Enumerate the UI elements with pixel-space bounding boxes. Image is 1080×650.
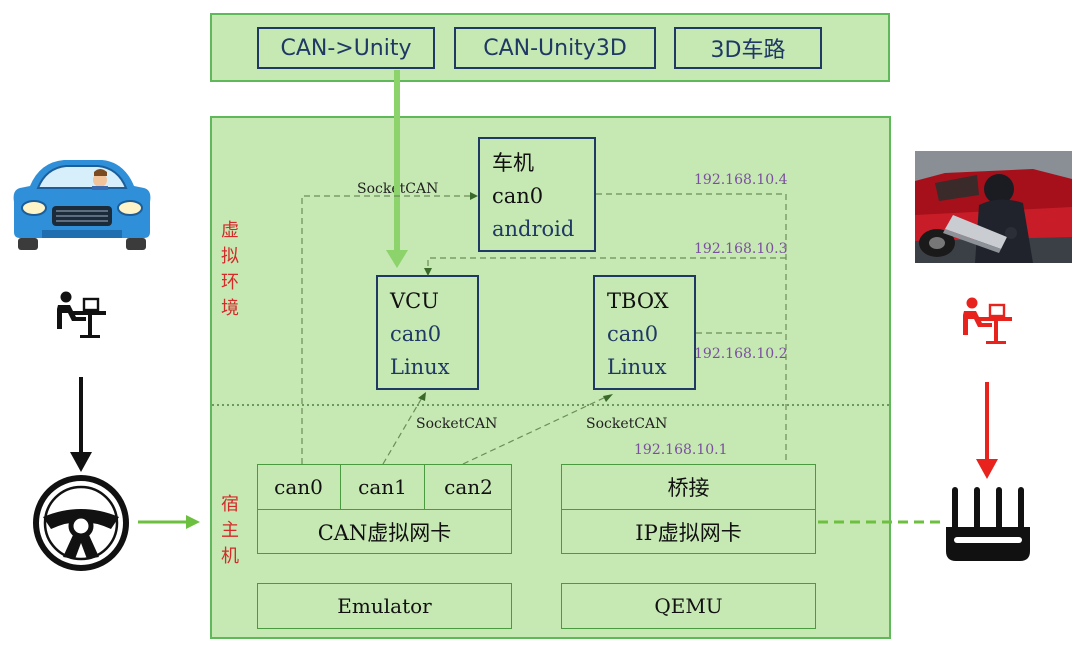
car-icon — [13, 160, 151, 250]
steering-wheel-icon — [33, 475, 129, 571]
arrowhead-can2 — [603, 394, 613, 402]
can-nic-label: CAN虚拟网卡 — [317, 521, 452, 545]
qemu-box: QEMU — [561, 583, 816, 629]
router-icon — [946, 487, 1030, 561]
head-unit-title: 车机 — [492, 151, 534, 175]
tbox-title: TBOX — [607, 289, 669, 313]
can-port-0: can0 — [257, 464, 341, 510]
arrowhead-head-unit — [470, 192, 478, 200]
socketcan-right-label: SocketCAN — [586, 416, 668, 432]
ip-vcu: 192.168.10.3 — [694, 241, 788, 257]
ip-bridge: 192.168.10.1 — [634, 442, 728, 458]
head-unit-os: android — [492, 217, 575, 241]
top-bar — [210, 13, 890, 82]
vcu-title: VCU — [390, 289, 439, 313]
tbox-can: can0 — [607, 322, 659, 346]
ip-nic-label: IP虚拟网卡 — [635, 521, 742, 545]
driver-down-arrow — [70, 377, 92, 472]
ip-tbox: 192.168.10.2 — [694, 346, 788, 362]
top-item-can-unity3d: CAN-Unity3D — [454, 27, 656, 69]
wheel-to-host-arrow — [138, 515, 200, 529]
can-port-1: can1 — [341, 464, 425, 510]
attacker-down-arrow — [976, 382, 998, 479]
vcu-node: VCU can0 Linux — [376, 275, 479, 390]
can-socketcan-links — [382, 395, 609, 465]
head-unit-can: can0 — [492, 184, 544, 208]
tbox-os: Linux — [607, 355, 667, 379]
attacker-desk-icon — [963, 297, 1012, 344]
bridge-label: 桥接 — [561, 464, 816, 510]
head-unit-node: 车机 can0 android — [478, 137, 596, 252]
driver-desk-icon — [57, 291, 106, 338]
can-port-2: can2 — [425, 464, 512, 510]
can0-to-head-unit-link — [301, 195, 474, 464]
vcu-os: Linux — [390, 355, 450, 379]
arrowhead-vcu-ip — [424, 268, 432, 276]
unity-to-vcu-arrow — [386, 70, 408, 268]
ip-head-unit: 192.168.10.4 — [694, 172, 788, 188]
top-item-can-unity: CAN->Unity — [257, 27, 435, 69]
vcu-can: can0 — [390, 322, 442, 346]
hacker-photo — [915, 151, 1072, 263]
arrowhead-can1 — [418, 392, 426, 401]
host-label: 宿主机 — [221, 494, 239, 567]
virtual-env-label: 虚拟环境 — [221, 220, 239, 319]
tbox-node: TBOX can0 Linux — [593, 275, 696, 390]
emulator-box: Emulator — [257, 583, 512, 629]
top-item-3d-road: 3D车路 — [674, 27, 822, 69]
socketcan-left-label: SocketCAN — [416, 416, 498, 432]
ip-bus-lines — [427, 193, 787, 464]
